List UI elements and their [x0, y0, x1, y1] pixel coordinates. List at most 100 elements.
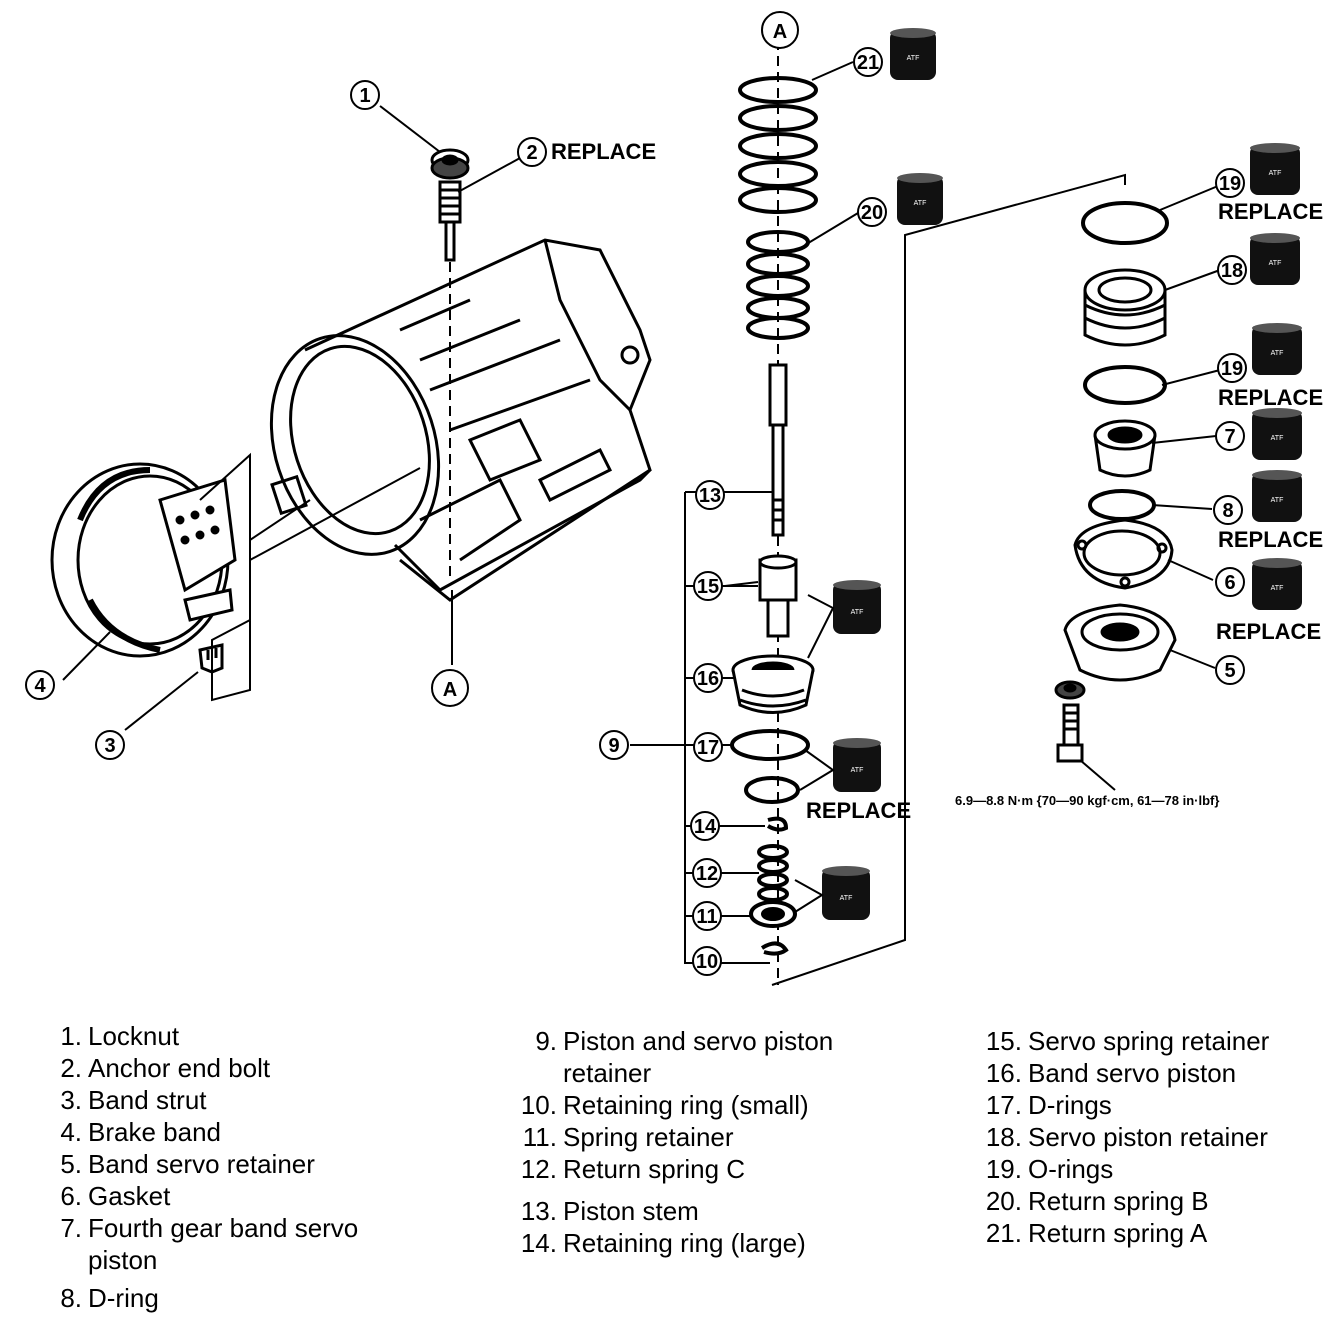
- svg-text:ATF: ATF: [851, 767, 864, 774]
- band-leader-line-upper: [199, 452, 311, 542]
- group-bracket: [684, 492, 770, 964]
- replace-label: REPLACE: [551, 139, 656, 164]
- return-spring-c: [757, 844, 789, 902]
- callout-11: 11: [692, 901, 722, 931]
- svg-text:ATF: ATF: [1269, 170, 1282, 177]
- svg-text:ATF: ATF: [1271, 350, 1284, 357]
- atf-can: ATF: [897, 173, 943, 225]
- svg-text:ATF: ATF: [907, 55, 920, 62]
- svg-text:6: 6: [1224, 572, 1235, 594]
- svg-text:16: 16: [697, 668, 719, 690]
- svg-text:5: 5: [1224, 660, 1235, 682]
- callout-7: 7: [1215, 421, 1245, 451]
- svg-text:13: 13: [699, 485, 721, 507]
- atf-can: ATF: [1252, 408, 1302, 460]
- exploded-parts-diagram: ATF ATF ATF ATF ATF ATF ATF ATF ATF: [25, 11, 1323, 986]
- legend-item: 2.Anchor end bolt: [60, 1053, 271, 1083]
- callout-3: 3: [95, 730, 125, 760]
- legend-item: 16.Band servo piston: [985, 1058, 1237, 1088]
- o-ring-upper: [1081, 201, 1169, 245]
- callout-leaders: [62, 61, 1221, 913]
- legend-item: 13.Piston stem: [520, 1196, 699, 1226]
- o-ring-lower: [1083, 365, 1167, 405]
- legend-item: 14.Retaining ring (large): [520, 1228, 806, 1258]
- replace-label: REPLACE: [1216, 619, 1321, 644]
- locknut: [430, 148, 470, 180]
- svg-text:15: 15: [697, 576, 719, 598]
- d-rings: [730, 729, 810, 804]
- callout-19-lower: 19: [1217, 353, 1247, 383]
- svg-text:A: A: [443, 679, 457, 701]
- callout-16: 16: [693, 663, 723, 693]
- legend-item: 5.Band servo retainer: [60, 1149, 315, 1179]
- svg-text:8: 8: [1222, 500, 1233, 522]
- svg-text:19: 19: [1219, 173, 1241, 195]
- replace-label: REPLACE: [806, 798, 911, 823]
- servo-bolt: [1054, 680, 1086, 763]
- callout-6: 6: [1215, 567, 1245, 597]
- callout-19-upper: 19: [1215, 168, 1245, 198]
- atf-can: ATF: [1252, 558, 1302, 610]
- atf-can: ATF: [1252, 323, 1302, 375]
- atf-can: ATF: [822, 866, 870, 920]
- legend-item: 6.Gasket: [60, 1181, 171, 1211]
- svg-text:10: 10: [696, 951, 718, 973]
- atf-can: ATF: [833, 580, 881, 634]
- callout-15: 15: [693, 571, 723, 601]
- atf-can: ATF: [1252, 470, 1302, 522]
- d-ring: [1088, 489, 1156, 521]
- callout-8: 8: [1213, 495, 1243, 525]
- callout-17: 17: [693, 732, 723, 762]
- svg-text:ATF: ATF: [914, 200, 927, 207]
- svg-text:11: 11: [696, 906, 717, 928]
- atf-can: ATF: [833, 738, 881, 792]
- callout-4: 4: [25, 670, 55, 700]
- servo-spring-retainer: [758, 554, 798, 638]
- legend-item: 11.Spring retainer: [522, 1122, 734, 1152]
- band-servo-retainer: [1063, 603, 1177, 682]
- callout-1: 1: [350, 80, 380, 110]
- atf-can: ATF: [1250, 233, 1300, 285]
- ref-marker-a-bottom: A: [431, 669, 469, 707]
- atf-can: ATF: [1250, 143, 1300, 195]
- legend-item: 3.Band strut: [60, 1085, 207, 1115]
- legend-item: 10.Retaining ring (small): [520, 1090, 809, 1120]
- svg-text:12: 12: [696, 863, 718, 885]
- replace-label: REPLACE: [1218, 527, 1323, 552]
- svg-text:A: A: [773, 21, 787, 43]
- svg-text:4: 4: [34, 675, 46, 697]
- callout-9: 9: [599, 730, 629, 760]
- legend-item: 1.Locknut: [60, 1021, 180, 1051]
- spring-retainer: [749, 900, 797, 928]
- transmission-case: [269, 238, 652, 602]
- legend-item: 15.Servo spring retainer: [985, 1026, 1270, 1056]
- callout-12: 12: [692, 858, 722, 888]
- callout-13: 13: [695, 480, 725, 510]
- svg-text:ATF: ATF: [1269, 260, 1282, 267]
- legend-column-2: 9.Piston and servo piston retainer 10.Re…: [505, 1025, 905, 1259]
- callout-20: 20: [857, 197, 887, 227]
- return-spring-b: [746, 230, 810, 340]
- svg-text:ATF: ATF: [1271, 585, 1284, 592]
- legend-item: 21.Return spring A: [985, 1218, 1208, 1248]
- assembly-connector-line: [771, 173, 1126, 986]
- servo-piston-retainer: [1083, 268, 1167, 347]
- svg-text:ATF: ATF: [1271, 497, 1284, 504]
- svg-text:ATF: ATF: [1271, 435, 1284, 442]
- legend-item: 18.Servo piston retainer: [985, 1122, 1268, 1152]
- callout-2: 2: [517, 137, 547, 167]
- fourth-gear-band-servo-piston: [1093, 419, 1157, 478]
- legend-item: 4.Brake band: [60, 1117, 221, 1147]
- piston-stem: [768, 363, 788, 537]
- legend-item: 12.Return spring C: [520, 1154, 746, 1184]
- callout-18: 18: [1217, 255, 1247, 285]
- svg-text:9: 9: [608, 735, 619, 757]
- svg-text:17: 17: [697, 737, 719, 759]
- legend-item: 20.Return spring B: [985, 1186, 1209, 1216]
- replace-label: REPLACE: [1218, 199, 1323, 224]
- svg-text:2: 2: [526, 142, 537, 164]
- anchor-end-bolt: [438, 180, 462, 262]
- legend-item: 7.Fourth gear band servo piston: [60, 1213, 359, 1275]
- callout-10: 10: [692, 946, 722, 976]
- svg-text:3: 3: [104, 735, 115, 757]
